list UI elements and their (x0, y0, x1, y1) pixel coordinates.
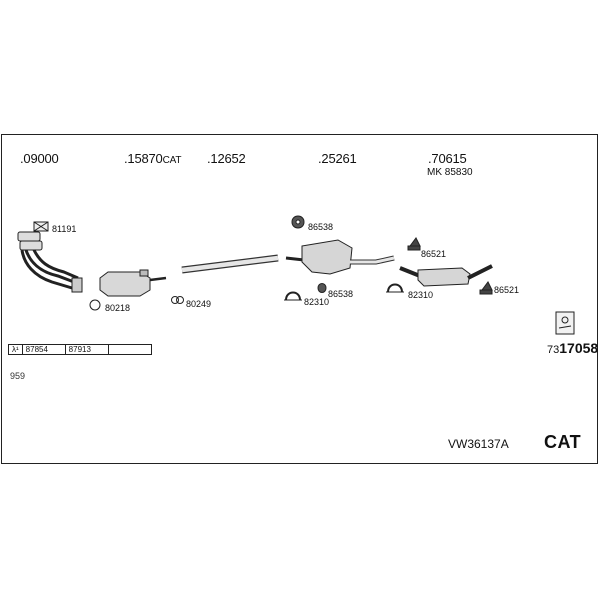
clamp-icon (171, 296, 184, 304)
diagram-code: 7317058 (547, 340, 599, 356)
ref-81191: 81191 (52, 224, 77, 234)
ring-gasket-icon (89, 299, 101, 311)
part-label-25261: .25261 (318, 151, 357, 166)
ref-86538-top: 86538 (308, 222, 334, 232)
hanger-icon (317, 283, 327, 293)
part-label-15870: .15870CAT (124, 151, 182, 166)
hanger-icon (291, 215, 305, 229)
clamp-icon (386, 283, 404, 293)
ref-82310-right: 82310 (408, 290, 434, 300)
part-label-70615: .70615 (428, 151, 467, 166)
clamp-icon (284, 291, 302, 301)
installation-kit-icon (555, 311, 575, 335)
diagram-frame (1, 134, 598, 464)
catalytic-converter (99, 269, 167, 297)
ref-82310-left: 82310 (304, 297, 330, 307)
rubber-mount-icon (407, 237, 421, 251)
model-code: VW36137A (448, 437, 509, 451)
part-label-09000: .09000 (20, 151, 59, 166)
cat-label: CAT (544, 432, 582, 452)
ref-86538-bottom: 86538 (328, 289, 354, 299)
ref-86521-top: 86521 (421, 249, 447, 259)
rear-silencer (399, 264, 493, 287)
gasket-icon (33, 221, 49, 232)
small-code: 959 (10, 371, 26, 381)
part-label-12652: .12652 (207, 151, 246, 166)
exhaust-manifold (17, 231, 83, 293)
reference-table: λ¹ 87854 87913 (8, 344, 152, 355)
intermediate-pipe (181, 254, 279, 274)
mk-label: MK 85830 (427, 167, 473, 178)
middle-silencer (285, 239, 395, 275)
ref-80218: 80218 (105, 303, 131, 313)
ref-80249: 80249 (186, 299, 212, 309)
ref-86521-bottom: 86521 (494, 285, 520, 295)
ref-table-cell-empty (107, 344, 152, 355)
rubber-mount-icon (479, 281, 493, 295)
